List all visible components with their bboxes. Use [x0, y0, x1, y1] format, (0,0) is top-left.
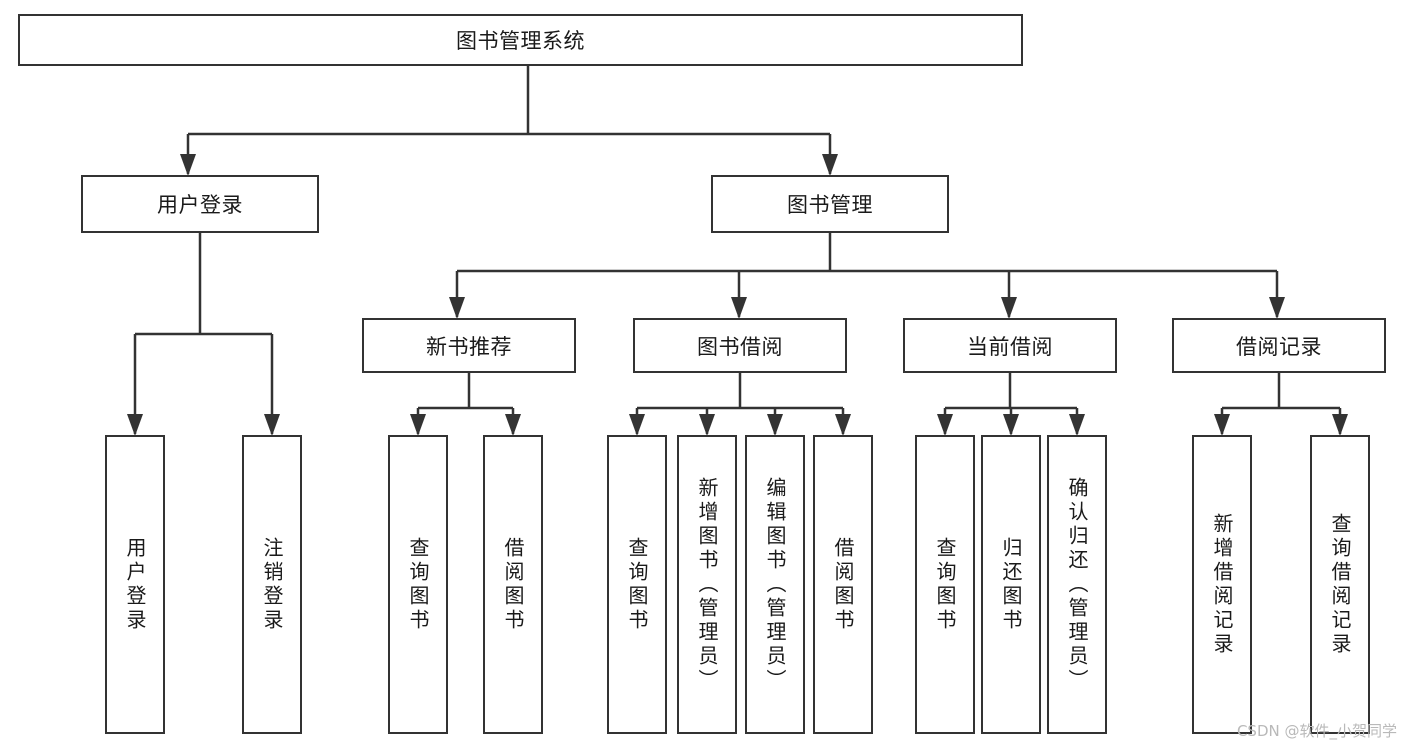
node-label: 新增借阅记录: [1210, 512, 1234, 657]
arrowhead-icon: [699, 414, 715, 436]
arrowhead-icon: [835, 414, 851, 436]
node-label: 新增图书（管理员）: [695, 476, 719, 693]
node-l13[interactable]: 查询借阅记录: [1310, 435, 1370, 734]
node-l5[interactable]: 查询图书: [607, 435, 667, 734]
arrowhead-icon: [1332, 414, 1348, 436]
node-borrow[interactable]: 图书借阅: [633, 318, 847, 373]
arrowhead-icon: [822, 154, 838, 176]
node-label: 用户登录: [123, 536, 147, 633]
node-label: 查询图书: [406, 536, 430, 633]
arrowhead-icon: [767, 414, 783, 436]
node-l1[interactable]: 用户登录: [105, 435, 165, 734]
arrowhead-icon: [731, 297, 747, 319]
node-current[interactable]: 当前借阅: [903, 318, 1117, 373]
node-records[interactable]: 借阅记录: [1172, 318, 1386, 373]
node-l6[interactable]: 新增图书（管理员）: [677, 435, 737, 734]
node-l4[interactable]: 借阅图书: [483, 435, 543, 734]
node-newbook[interactable]: 新书推荐: [362, 318, 576, 373]
arrowhead-icon: [1269, 297, 1285, 319]
node-l9[interactable]: 查询图书: [915, 435, 975, 734]
node-label: 新书推荐: [426, 334, 512, 359]
arrowhead-icon: [410, 414, 426, 436]
node-l7[interactable]: 编辑图书（管理员）: [745, 435, 805, 734]
node-bookmgmt[interactable]: 图书管理: [711, 175, 949, 233]
arrowhead-icon: [180, 154, 196, 176]
node-label: 图书管理系统: [456, 29, 585, 53]
node-label: 归还图书: [999, 536, 1023, 633]
node-root[interactable]: 图书管理系统: [18, 14, 1023, 66]
node-label: 借阅图书: [831, 536, 855, 633]
node-label: 图书管理: [787, 193, 873, 217]
arrowhead-icon: [505, 414, 521, 436]
arrowhead-icon: [1003, 414, 1019, 436]
node-label: 编辑图书（管理员）: [763, 476, 787, 693]
arrowhead-icon: [449, 297, 465, 319]
node-label: 图书借阅: [697, 334, 783, 359]
arrowhead-icon: [127, 414, 143, 436]
arrowhead-icon: [1069, 414, 1085, 436]
node-label: 借阅记录: [1236, 334, 1322, 359]
node-l12[interactable]: 新增借阅记录: [1192, 435, 1252, 734]
node-l3[interactable]: 查询图书: [388, 435, 448, 734]
arrowhead-icon: [1214, 414, 1230, 436]
arrowhead-icon: [937, 414, 953, 436]
node-label: 查询图书: [625, 536, 649, 633]
arrowhead-icon: [1001, 297, 1017, 319]
csdn-watermark: CSDN @软件_小贺同学: [1236, 722, 1397, 740]
node-label: 注销登录: [260, 536, 284, 633]
arrowhead-icon: [629, 414, 645, 436]
node-l8[interactable]: 借阅图书: [813, 435, 873, 734]
node-l11[interactable]: 确认归还（管理员）: [1047, 435, 1107, 734]
node-label: 借阅图书: [501, 536, 525, 633]
node-label: 查询借阅记录: [1328, 512, 1352, 657]
node-label: 查询图书: [933, 536, 957, 633]
node-label: 确认归还（管理员）: [1065, 476, 1089, 693]
node-label: 用户登录: [157, 193, 243, 217]
arrowhead-icon: [264, 414, 280, 436]
node-login[interactable]: 用户登录: [81, 175, 319, 233]
node-l10[interactable]: 归还图书: [981, 435, 1041, 734]
node-label: 当前借阅: [967, 334, 1053, 359]
node-l2[interactable]: 注销登录: [242, 435, 302, 734]
